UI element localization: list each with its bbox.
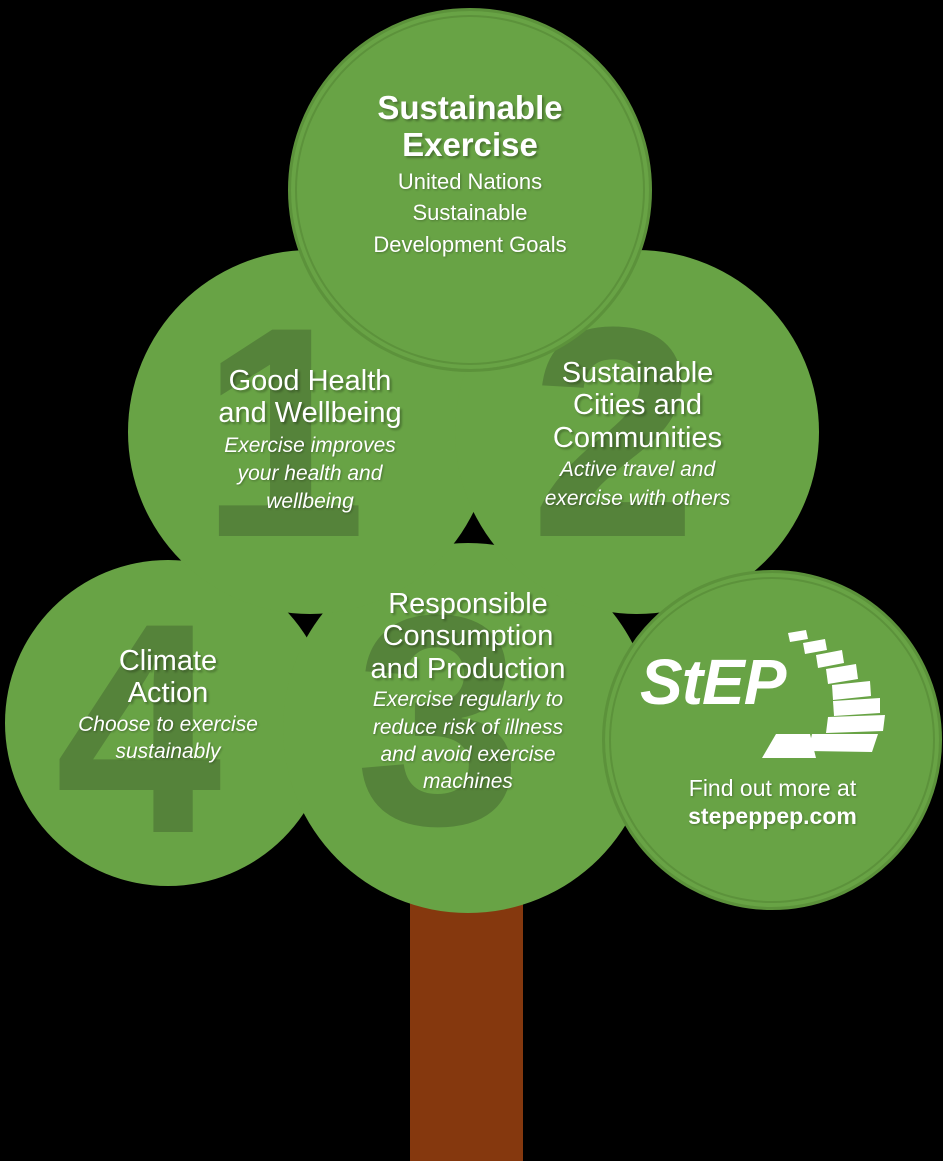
goal-text-sustainable-cities: Sustainable Cities and Communities Activ…	[480, 357, 795, 511]
goal-desc-line2: reduce risk of illness	[372, 715, 564, 739]
goal-desc-line3: wellbeing	[266, 490, 354, 514]
goal-title-line1: Climate	[118, 645, 218, 677]
goal-title-line3: and Production	[370, 652, 566, 685]
headline-title-line1: Sustainable	[377, 89, 563, 126]
goal-title-line1: Responsible	[388, 588, 548, 620]
goal-title-line2: Consumption	[382, 620, 554, 653]
goal-desc-line1: Exercise improves	[224, 433, 396, 457]
goal-desc-line2: sustainably	[115, 740, 221, 764]
headline-title-line2: Exercise	[402, 125, 538, 163]
goal-desc-line2: exercise with others	[544, 486, 731, 510]
goal-desc-line4: machines	[423, 769, 513, 793]
step-logo: StEP	[640, 630, 910, 760]
headline-sub-line1: United Nations	[397, 168, 543, 194]
spiral-staircase-icon	[762, 630, 885, 758]
goal-title-line2: Action	[127, 677, 209, 710]
headline-sub-line3: Development Goals	[373, 231, 567, 257]
step-wordmark: StEP	[640, 646, 786, 718]
goal-text-responsible-consumption: Responsible Consumption and Production E…	[290, 588, 646, 794]
goal-title-line2: Cities and	[573, 389, 702, 422]
goal-desc-line1: Choose to exercise	[78, 712, 258, 736]
step-website-label[interactable]: stepeppep.com	[688, 802, 857, 829]
goal-title-line1: Good Health	[228, 365, 392, 397]
headline-text: Sustainable Exercise United Nations Sust…	[300, 89, 640, 258]
goal-title-line1: Sustainable	[561, 357, 714, 389]
step-brand-circle[interactable]	[602, 570, 942, 910]
goal-text-climate-action: Climate Action Choose to exercise sustai…	[20, 645, 316, 764]
goal-desc-line1: Exercise regularly to	[372, 688, 564, 712]
goal-circle-climate-action	[5, 560, 331, 886]
headline-circle-sustainable-exercise	[288, 8, 652, 372]
goal-title-line2: and Wellbeing	[218, 397, 402, 430]
goal-desc-line3: and avoid exercise	[380, 742, 556, 766]
goal-title-line3: Communities	[552, 421, 723, 454]
goal-desc-line2: your health and	[237, 462, 383, 486]
headline-sub-line2: Sustainable	[412, 200, 528, 226]
goal-desc-line1: Active travel and	[559, 458, 716, 482]
step-caption: Find out more at stepeppep.com	[630, 775, 915, 830]
goal-text-good-health: Good Health and Wellbeing Exercise impro…	[150, 365, 470, 514]
step-find-out-label: Find out more at	[688, 775, 857, 801]
